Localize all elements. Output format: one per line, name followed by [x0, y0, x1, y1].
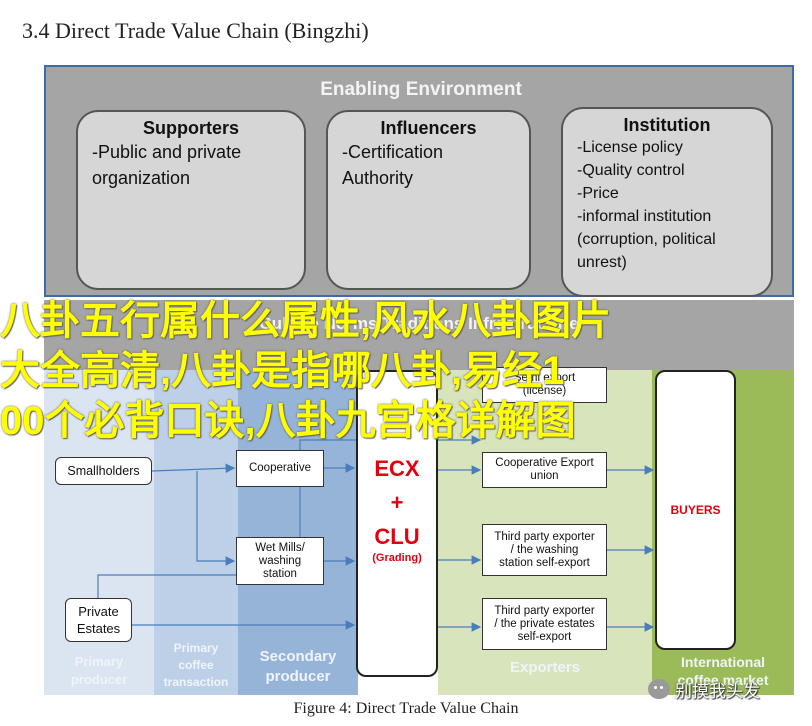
node-buyers: BUYERS: [655, 370, 736, 650]
arrow-smallholders-wetmills: [196, 471, 236, 566]
influencers-box: Influencers -Certification Authority: [326, 110, 531, 290]
column-primary-transaction: Primary coffee transaction: [154, 370, 238, 695]
institution-box: Institution -License policy -Quality con…: [561, 107, 773, 297]
node-cooperative: Cooperative: [236, 450, 324, 487]
watermark: 别摸我头发: [648, 678, 760, 701]
supporters-box: Supporters -Public and private organizat…: [76, 110, 306, 290]
supporters-heading: Supporters: [142, 118, 239, 138]
section-heading: 3.4 Direct Trade Value Chain (Bingzhi): [22, 18, 369, 43]
overlay-spam-text: 八卦五行属什么属性,风水八卦图片 大全高清,八卦是指哪八卦,易经1 00个必背口…: [0, 299, 612, 443]
node-private-estates: Private Estates: [65, 598, 132, 642]
column-secondary-producer: Secondary producer: [238, 370, 358, 695]
enabling-environment-title: Enabling Environment: [320, 79, 522, 100]
institution-body: -License policy -Quality control -Price …: [577, 139, 716, 271]
column-exporters-label: Exporters: [509, 659, 581, 676]
node-cooperative-export-union: Cooperative Export union: [482, 452, 607, 488]
node-wet-mills: Wet Mills/ washing station: [236, 537, 324, 585]
institution-heading: Institution: [623, 115, 711, 135]
ecx-grading-label: (Grading): [372, 552, 422, 564]
influencers-body: -Certification Authority: [342, 142, 444, 188]
enabling-environment-panel: Enabling Environment Supporters -Public …: [44, 65, 794, 297]
wechat-icon: [648, 679, 670, 699]
node-third-party-estates: Third party exporter / the private estat…: [482, 598, 607, 650]
influencers-heading: Influencers: [380, 118, 477, 138]
column-international-market-label: International coffee market: [677, 654, 769, 688]
column-secondary-producer-label: Secondary producer: [259, 648, 337, 685]
figure-caption: Figure 4: Direct Trade Value Chain: [293, 700, 519, 717]
column-primary-producer-label: Primary producer: [70, 654, 128, 687]
node-smallholders: Smallholders: [55, 457, 152, 485]
node-semi-export: Semi export (license): [482, 367, 607, 403]
arrow-smallholders-cooperative: [151, 463, 236, 474]
node-ecx-clu: ECX + CLU (Grading): [356, 370, 438, 677]
node-third-party-washing: Third party exporter / the washing stati…: [482, 524, 607, 576]
column-primary-transaction-label: Primary coffee transaction: [163, 641, 229, 689]
buyers-label: BUYERS: [670, 503, 721, 517]
watermark-text: 别摸我头发: [675, 681, 760, 701]
supporters-body: -Public and private organization: [92, 142, 242, 188]
ecx-clu-label: ECX + CLU: [374, 456, 420, 549]
support-band: Culture Norms Traditions Infrastructure: [44, 300, 794, 370]
support-band-title: Culture Norms Traditions Infrastructure: [259, 314, 579, 333]
